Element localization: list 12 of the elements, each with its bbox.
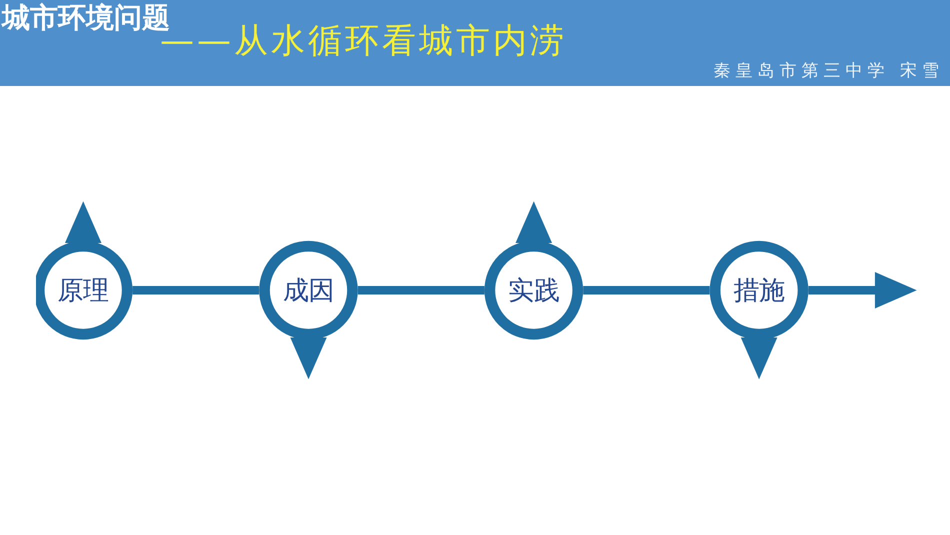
arrow (740, 337, 778, 380)
circle-node: 实践 (484, 240, 584, 340)
arrow (516, 200, 552, 243)
author-credit: 秦皇岛市第三中学 宋雪 (714, 60, 944, 82)
connector-line (132, 286, 260, 294)
circle-node: 成因 (259, 240, 358, 340)
connector-line (583, 286, 710, 294)
arrow (808, 272, 917, 308)
circle-node: 措施 (710, 240, 808, 340)
connector-line (358, 286, 484, 294)
arrow (64, 200, 102, 243)
arrow (290, 337, 327, 380)
